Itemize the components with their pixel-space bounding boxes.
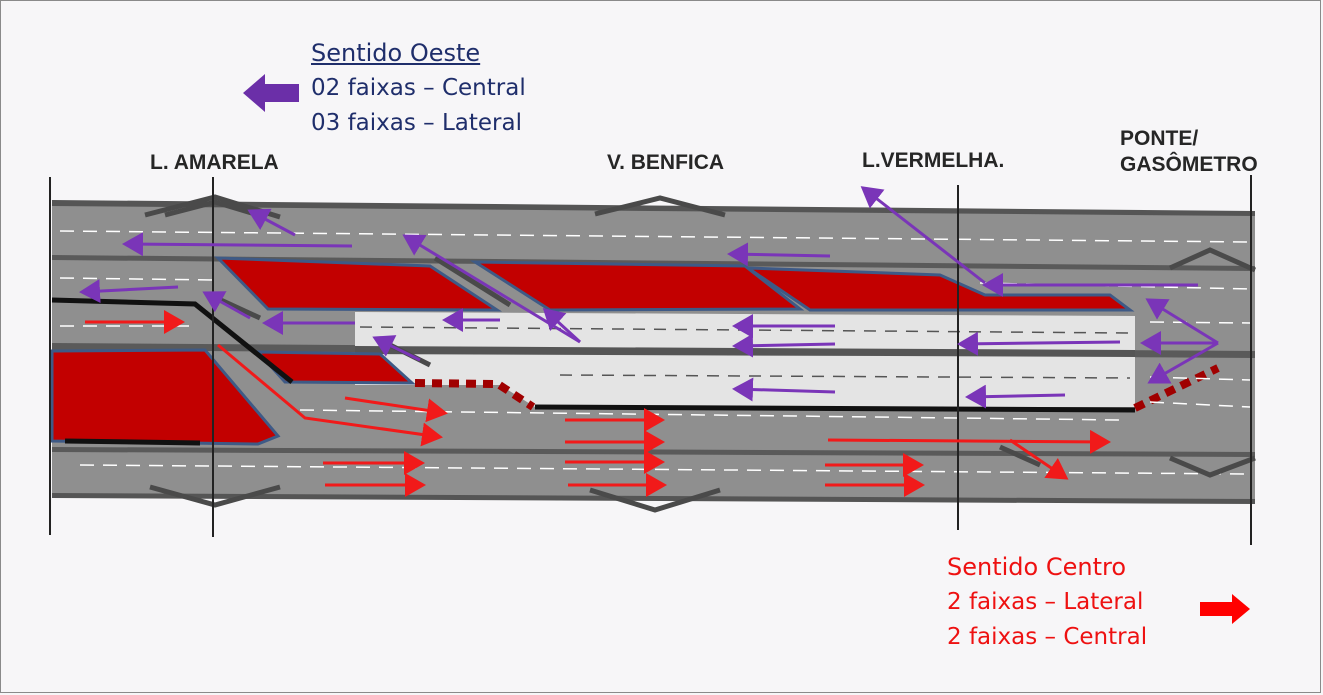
legend-west-line2: 03 faixas – Lateral bbox=[311, 110, 522, 136]
location-label-ponte-line2: GASÔMETRO bbox=[1120, 153, 1258, 176]
legend-center: Sentido Centro 2 faixas – Lateral 2 faix… bbox=[947, 550, 1147, 655]
dotted-edges bbox=[414, 364, 1220, 412]
west-arrow bbox=[965, 384, 1066, 409]
west-arrow bbox=[957, 331, 1121, 356]
west-arrow bbox=[1147, 341, 1219, 384]
legend-west: Sentido Oeste 02 faixas – Central 03 fai… bbox=[311, 36, 526, 141]
east-arrow bbox=[827, 429, 1111, 454]
westbound-arrows bbox=[79, 186, 1219, 409]
location-label-ponte: PONTE/ GASÔMETRO bbox=[1120, 126, 1258, 178]
location-label-vermelha: L.VERMELHA. bbox=[862, 149, 1005, 172]
east-arrow bbox=[344, 396, 448, 423]
location-label-benfica: V. BENFICA bbox=[607, 151, 725, 174]
west-arrow bbox=[727, 242, 831, 267]
west-arrow bbox=[1145, 298, 1219, 345]
east-arrow bbox=[1009, 438, 1069, 480]
west-arrow bbox=[732, 333, 836, 358]
central-lane bbox=[355, 312, 1135, 407]
eastbound-arrows bbox=[85, 310, 1111, 497]
left-arrow-icon bbox=[243, 74, 299, 112]
legend-west-line1: 02 faixas – Central bbox=[311, 75, 526, 101]
west-arrow bbox=[79, 279, 179, 304]
east-arrow bbox=[217, 343, 443, 447]
west-arrow bbox=[732, 377, 836, 402]
reference-lines bbox=[49, 175, 1252, 545]
median-islands bbox=[50, 256, 1135, 446]
west-arrow bbox=[372, 335, 421, 362]
west-arrow bbox=[122, 232, 353, 257]
legend-center-line2: 2 faixas – Central bbox=[947, 624, 1148, 650]
west-arrow bbox=[202, 291, 251, 320]
right-arrow-icon bbox=[1200, 594, 1250, 624]
west-arrow bbox=[542, 307, 582, 344]
legend-west-title: Sentido Oeste bbox=[311, 39, 481, 67]
west-arrow bbox=[247, 208, 296, 237]
location-label-ponte-line1: PONTE/ bbox=[1120, 127, 1199, 150]
west-arrow bbox=[860, 186, 986, 285]
location-label-amarela: L. AMARELA bbox=[150, 151, 279, 174]
legend-center-title: Sentido Centro bbox=[947, 553, 1127, 581]
legend-center-line1: 2 faixas – Lateral bbox=[947, 589, 1144, 615]
